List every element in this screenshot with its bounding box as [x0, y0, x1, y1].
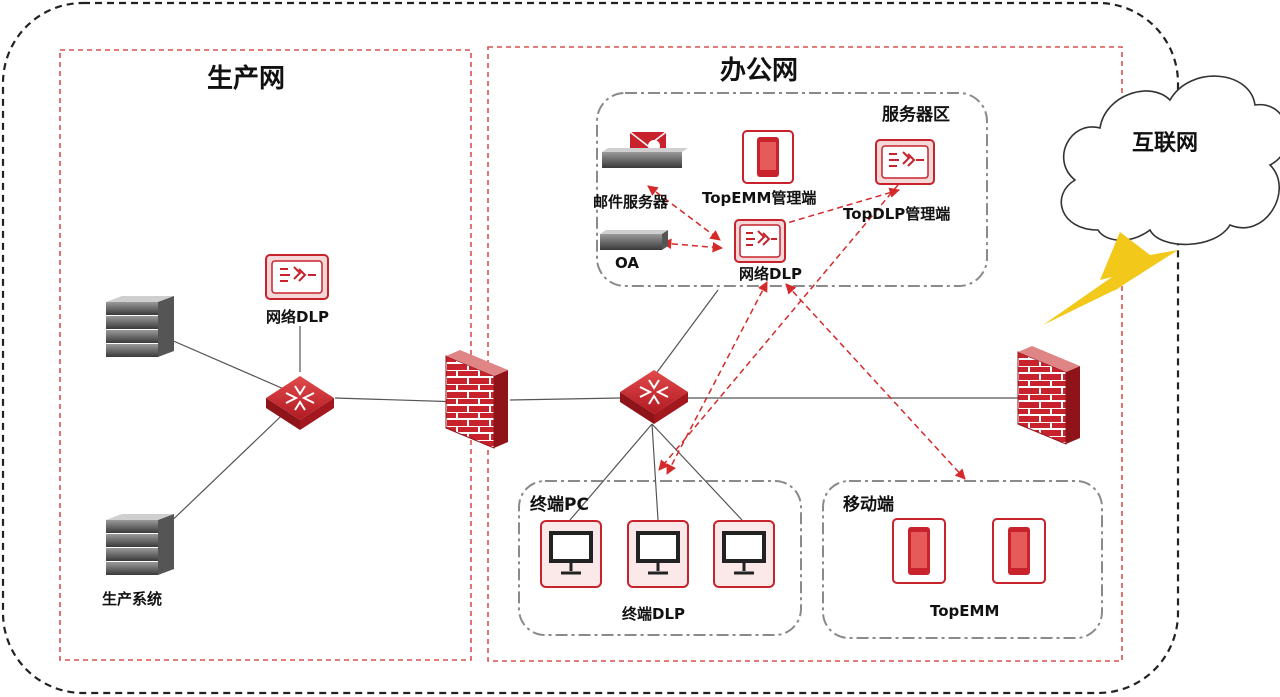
monitor-icon	[627, 520, 689, 588]
server-rack-icon	[600, 230, 668, 250]
prod-system-label: 生产系统	[102, 590, 163, 608]
emm-manager-label: TopEMM管理端	[702, 189, 817, 207]
server-area-title: 服务器区	[882, 105, 950, 125]
terminal-dlp-label: 终端DLP	[622, 605, 686, 623]
mobile-group-title: 移动端	[843, 495, 894, 515]
mail-server-icon	[602, 131, 688, 168]
dlp-appliance-icon	[875, 139, 935, 185]
monitor-icon	[540, 520, 602, 588]
oa-label: OA	[615, 254, 639, 272]
dlp-appliance-icon	[734, 219, 786, 263]
dlp-flows	[647, 184, 966, 480]
router-icon	[266, 376, 334, 430]
office-zone-title: 办公网	[720, 56, 799, 86]
outer-boundary	[1, 1, 1180, 695]
monitor-icon	[713, 520, 775, 588]
topemm-label: TopEMM	[930, 602, 1000, 620]
mobile-app-icon	[992, 518, 1046, 584]
server-area-group	[596, 92, 988, 287]
dlp-appliance-icon	[265, 254, 329, 300]
mail-server-label: 邮件服务器	[593, 193, 669, 211]
cloud-icon	[1060, 75, 1280, 246]
terminal-pc-title: 终端PC	[530, 495, 589, 515]
office-dlp-label: 网络DLP	[739, 265, 803, 283]
router-icon	[620, 370, 688, 424]
internet-label: 互联网	[1132, 131, 1199, 156]
lightning-icon	[1043, 232, 1178, 325]
production-zone-title: 生产网	[207, 64, 286, 94]
office-zone	[487, 46, 1123, 662]
terminal-pc-group	[518, 480, 802, 636]
mobile-app-icon	[892, 518, 946, 584]
server-rack-icon	[106, 296, 174, 357]
dlp-manager-label: TopDLP管理端	[843, 205, 951, 223]
prod-dlp-label: 网络DLP	[266, 308, 330, 326]
firewall-icon	[445, 350, 508, 449]
firewall-icon	[1017, 346, 1080, 445]
mobile-app-icon	[742, 130, 794, 184]
server-rack-icon	[106, 514, 174, 575]
